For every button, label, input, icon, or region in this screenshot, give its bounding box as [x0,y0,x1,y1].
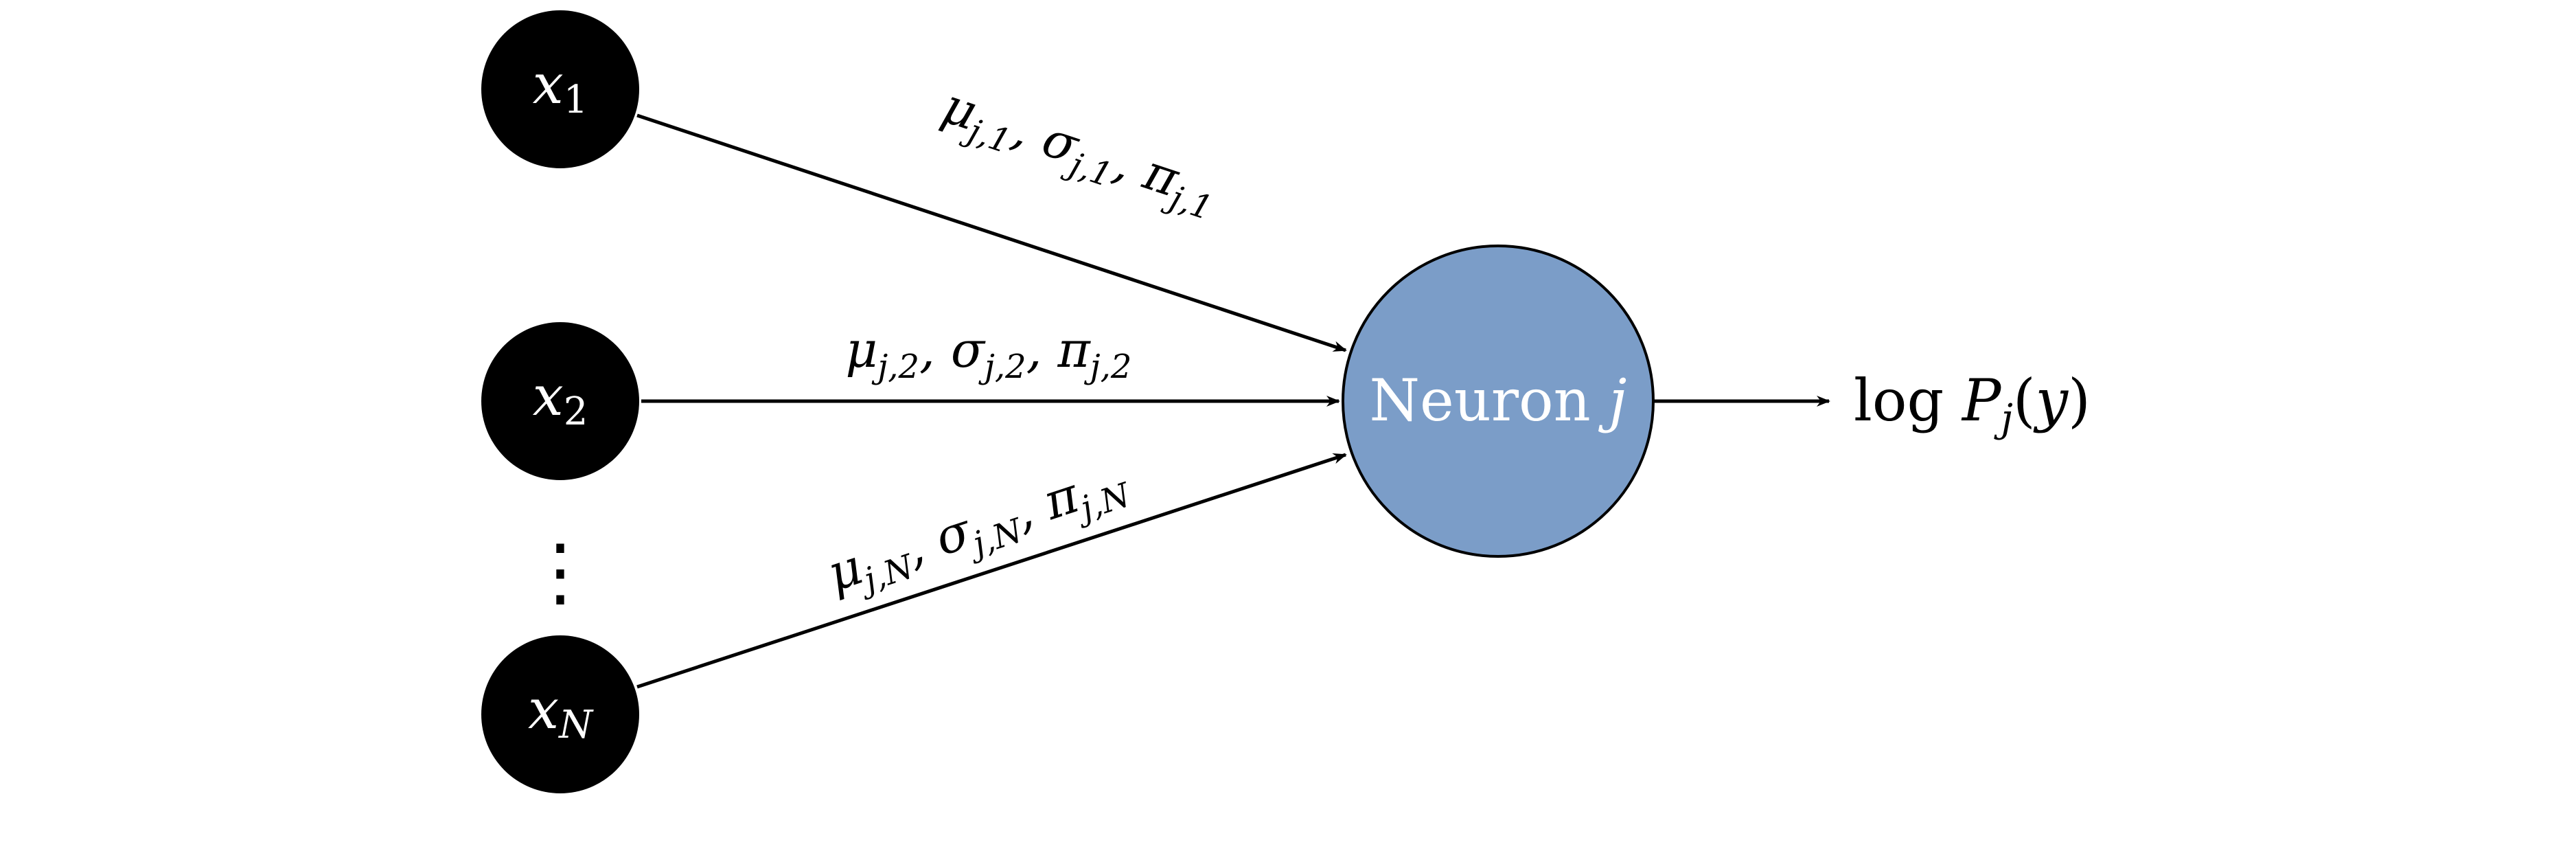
edge-label-2: μj,2, σj,2, πj,2 [846,321,1132,386]
input-node-x2-circle [481,322,639,480]
edge-label-1: μj,1, σj,1, πj,1 [933,76,1226,228]
input-sub: 2 [564,389,588,434]
input-node-x1-circle [481,10,639,168]
input-var: x [533,52,564,116]
neuron-label: Neuron j [1370,367,1627,434]
edge-label-N: μj,N, σj,N, πj,N [820,450,1136,610]
edge-x1-to-neuron [636,113,1347,352]
input-var: x [528,677,559,741]
input-node-xN-label: xN [528,677,594,747]
neuron-circle [1342,245,1655,558]
output-label: log Pj(y) [1854,367,2091,441]
input-node-x2-label: x2 [533,364,588,434]
input-node-x1-label: x1 [533,52,588,122]
input-sub: 1 [564,78,588,122]
input-var: x [533,364,564,428]
edge-xN-to-neuron [636,453,1347,689]
vertical-ellipsis: ⋮ [522,528,598,615]
input-sub: N [557,703,594,747]
input-node-xN: xN [481,635,639,793]
input-node-x1: x1 [481,10,639,168]
input-node-xN-circle [481,635,639,793]
input-node-x2: x2 [481,322,639,480]
neuron-node: Neuron j [1342,245,1655,558]
